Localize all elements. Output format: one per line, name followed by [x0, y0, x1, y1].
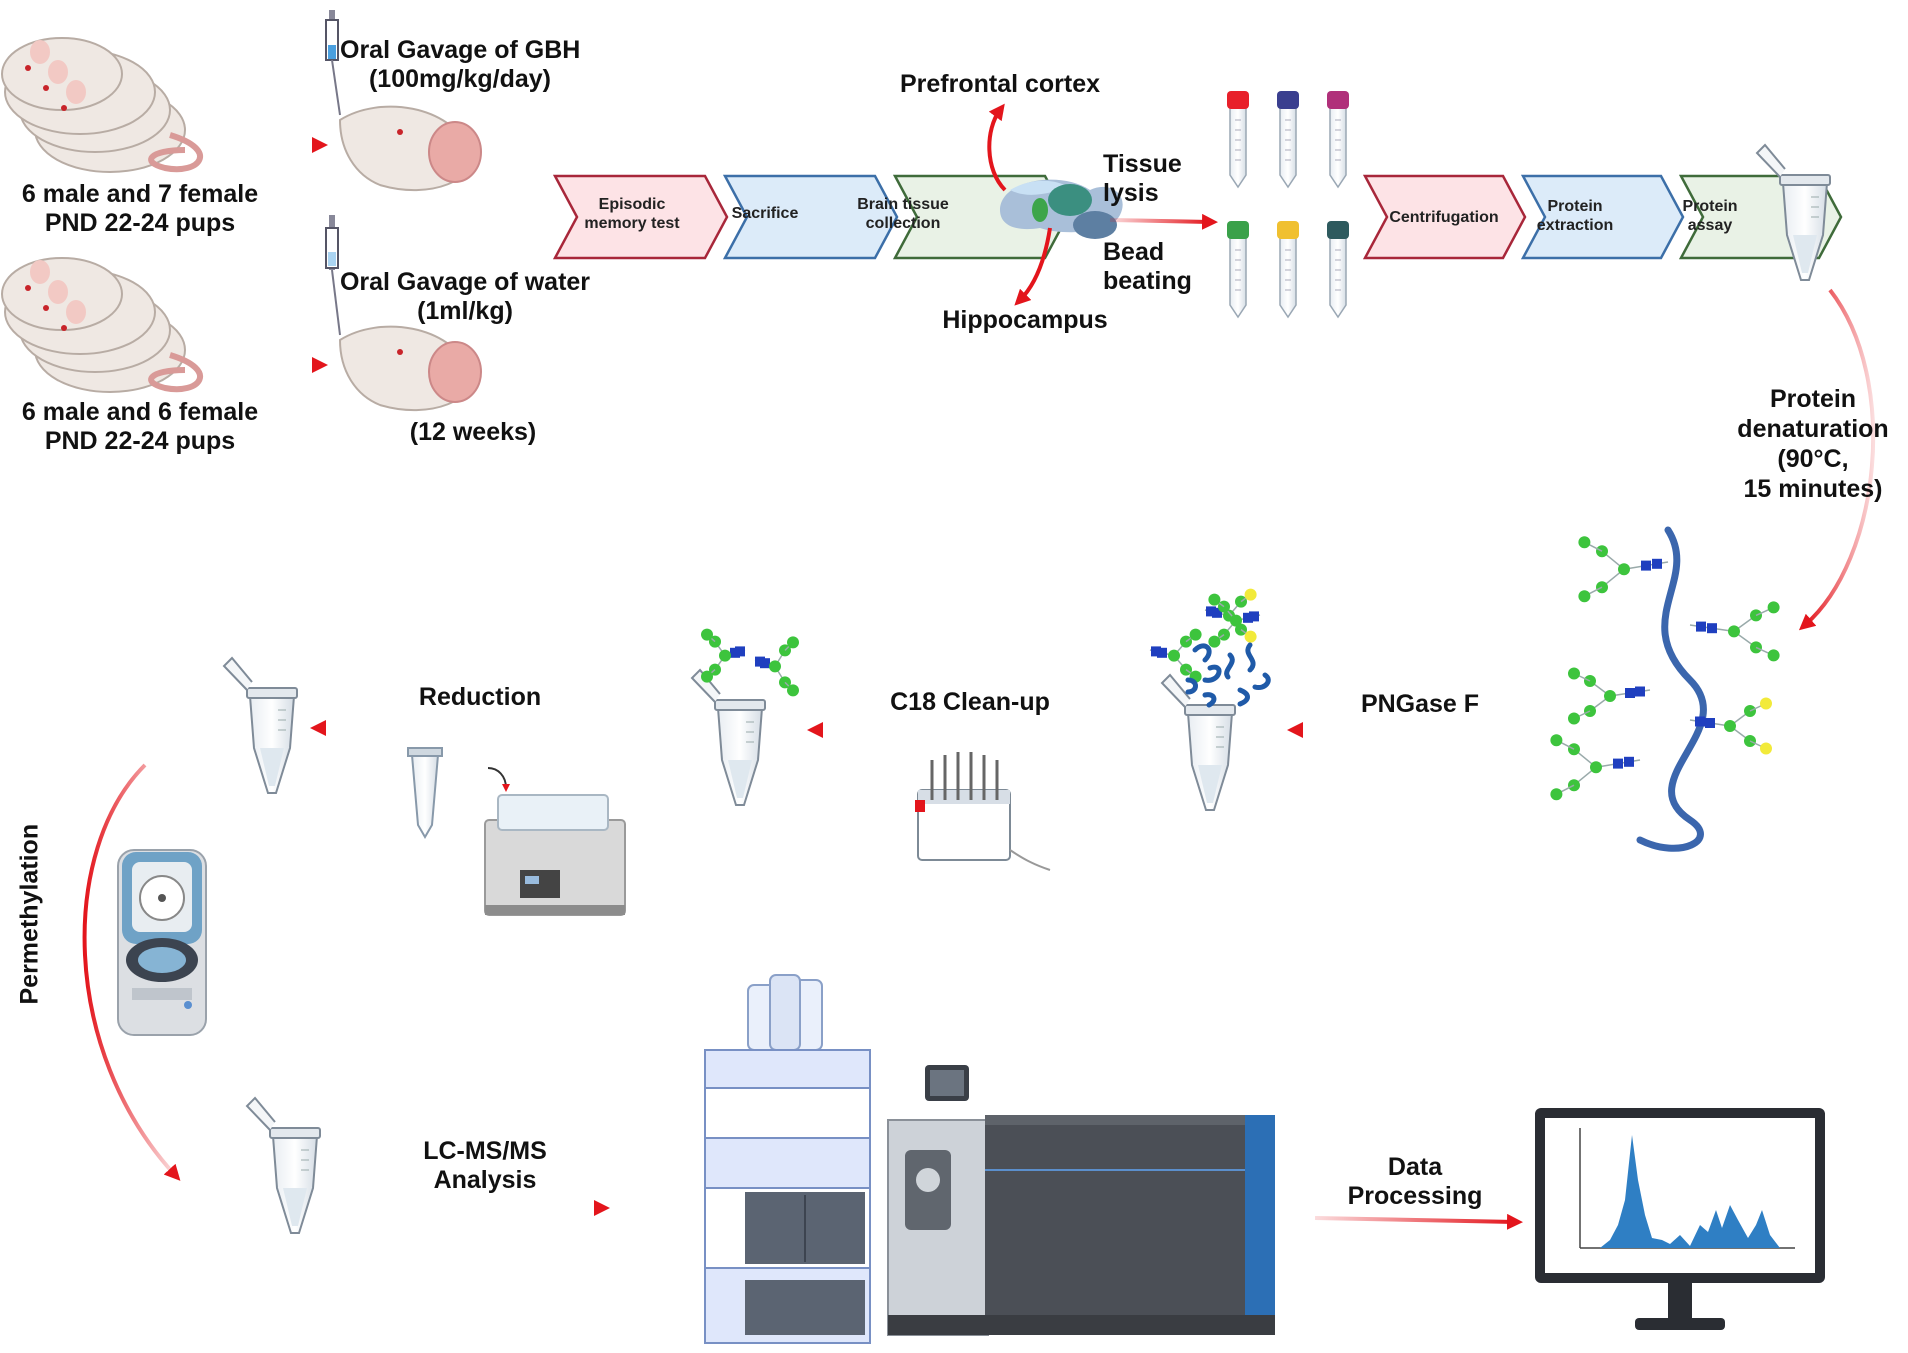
falcon-tubes — [1227, 91, 1349, 319]
hippocampus-label: Hippocampus — [942, 306, 1108, 334]
monitor-icon — [1535, 1108, 1825, 1330]
glycan-icon — [1578, 536, 1669, 603]
chevron-label-sacrifice: Sacrifice — [731, 205, 799, 222]
rat-group-gbh-icon — [1, 37, 203, 173]
arrow-prefrontal — [987, 103, 1007, 192]
glycan-icon — [701, 628, 746, 683]
chevron-protein-extraction — [1520, 174, 1685, 260]
falcon-tube-icon — [1327, 91, 1349, 189]
glycan-icon — [1689, 601, 1780, 662]
prefrontal-cortex-label: Prefrontal cortex — [899, 70, 1101, 98]
gbh-treatment-label: Oral Gavage of GBH(100mg/kg/day) — [340, 36, 581, 93]
mass-spectrometer-icon — [887, 1065, 1275, 1336]
arrow-denaturation — [1798, 288, 1876, 631]
eppendorf-tube-icon — [222, 656, 298, 794]
chromatogram-icon — [1579, 1128, 1795, 1249]
glycoprotein-icon — [1636, 526, 1707, 852]
spe-manifold-icon — [915, 752, 1051, 871]
falcon-tube-icon — [1327, 221, 1349, 319]
falcon-tube-icon — [1227, 221, 1249, 319]
arrow-brain-tubes — [1109, 213, 1218, 230]
glycan-icon — [1149, 628, 1202, 683]
glycan-icon — [1550, 734, 1641, 801]
centrifuge-icon — [117, 849, 207, 1036]
eppendorf-tube-icon — [245, 1096, 321, 1234]
duration-label: (12 weeks) — [409, 418, 537, 446]
chevron-episodic-memory-test — [552, 174, 729, 260]
permethylation-label: Permethylation — [15, 823, 44, 1005]
reduction-label: Reduction — [418, 683, 542, 711]
arrow-hippocampus — [1014, 227, 1052, 306]
glycan-icon — [1208, 593, 1261, 648]
falcon-tube-icon — [1277, 91, 1299, 189]
arrow-data-processing — [1314, 1213, 1523, 1230]
falcon-tube-icon — [1277, 221, 1299, 319]
chevron-centrifugation — [1362, 174, 1527, 260]
rat-group-water-icon — [1, 257, 203, 393]
water-treatment-label: Oral Gavage of water(1ml/kg) — [339, 268, 591, 325]
glycans — [701, 536, 1780, 801]
pngase-label: PNGase F — [1360, 690, 1480, 718]
water-bath-icon — [407, 747, 626, 916]
eppendorf-tube-icon — [1755, 143, 1831, 281]
glycan-icon — [1689, 697, 1772, 755]
hplc-system-icon — [704, 974, 871, 1344]
pipeline-2 — [1362, 174, 1843, 260]
eppendorf-tube-icon — [1160, 673, 1236, 811]
eppendorf-tube-icon — [690, 668, 766, 806]
gavage-rat-gbh-icon — [325, 10, 482, 192]
arrow-permethylation — [82, 763, 181, 1181]
glycan-icon — [1568, 667, 1651, 725]
chevron-sacrifice — [722, 174, 899, 260]
chevron-label-centrifugation: Centrifugation — [1389, 209, 1499, 226]
glycan-icon — [754, 636, 799, 697]
eppendorf-tubes — [222, 143, 1831, 1234]
c18-label: C18 Clean-up — [890, 688, 1050, 716]
protein-debris-icon — [1185, 642, 1271, 708]
falcon-tube-icon — [1227, 91, 1249, 189]
brain-icon — [1000, 179, 1123, 239]
gavage-rat-water-icon — [325, 215, 482, 412]
